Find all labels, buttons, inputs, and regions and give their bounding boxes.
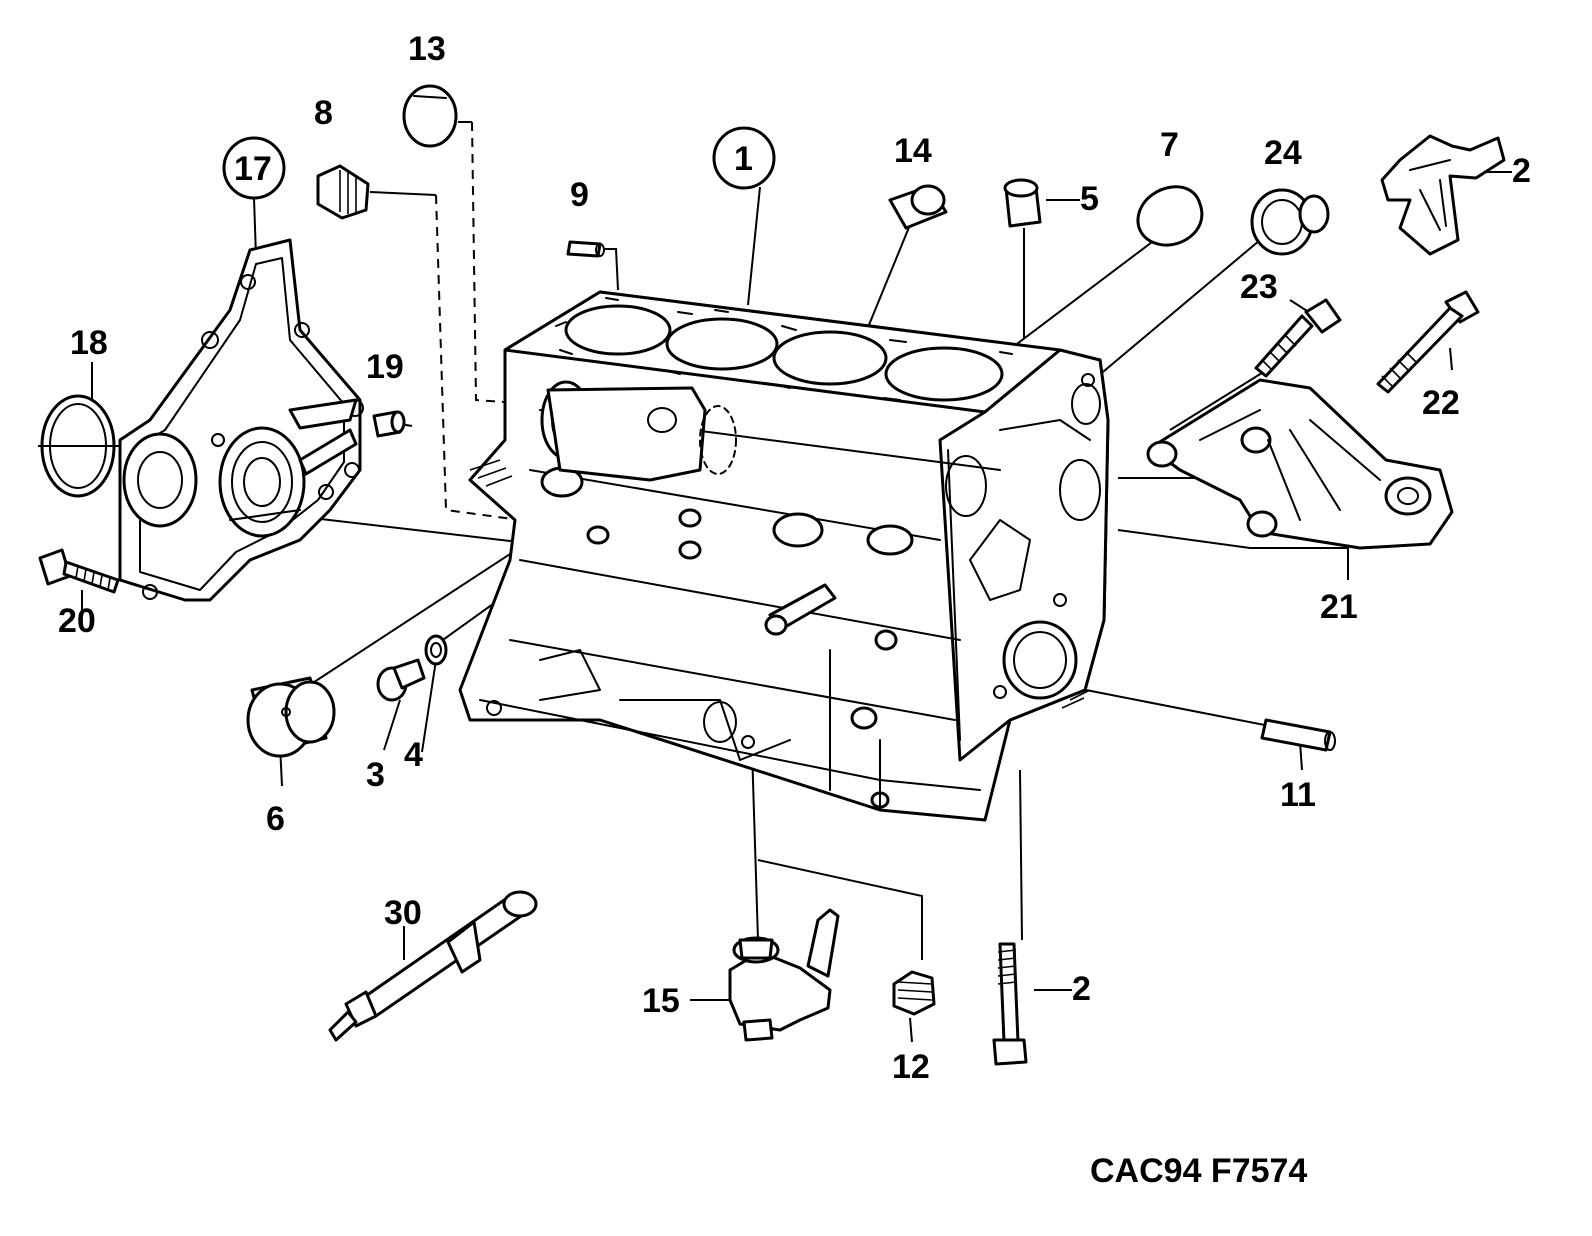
leader-lines: [38, 121, 1512, 1043]
drain-plug: [376, 658, 426, 702]
o-ring: [40, 394, 116, 498]
cover-bolt: [38, 548, 120, 594]
expansion-plug: [888, 184, 948, 230]
callout-15: 15: [642, 982, 680, 1020]
callout-1: 1: [734, 140, 753, 178]
oil-gallery-plug: [892, 970, 936, 1016]
callout-18: 18: [70, 324, 108, 362]
engine-mount-bracket: [1146, 378, 1454, 550]
callout-21: 21: [1320, 588, 1358, 626]
callout-13: 13: [408, 30, 446, 68]
cylinder-bore-2: [665, 317, 779, 371]
callout-20: 20: [58, 602, 96, 640]
cylinder-bore-1: [564, 304, 672, 356]
flanged-plug: [1250, 188, 1330, 256]
guide-sleeve: [1003, 178, 1042, 228]
bracket-bolt-short: [1254, 298, 1342, 378]
core-plug-cap: [1136, 185, 1204, 247]
sealant-tube: [328, 890, 538, 1042]
callout-2-top: 2: [1512, 152, 1531, 190]
cylinder-bore-4: [884, 346, 1004, 402]
callout-7: 7: [1160, 126, 1179, 164]
bearing-bush: [246, 676, 336, 758]
cylinder-bore-3: [772, 330, 888, 386]
callout-17-circle: [222, 136, 286, 200]
callout-1-circle: [712, 126, 776, 190]
callout-12: 12: [892, 1048, 930, 1086]
sealing-washer: [424, 634, 448, 666]
callout-24: 24: [1264, 134, 1302, 172]
callout-8: 8: [314, 94, 333, 132]
callout-9: 9: [570, 176, 589, 214]
callout-19: 19: [366, 348, 404, 386]
callout-23: 23: [1240, 268, 1278, 306]
callout-30: 30: [384, 894, 422, 932]
core-plug-large: [402, 84, 458, 148]
dowel-sleeve: [372, 410, 406, 438]
callout-14: 14: [894, 132, 932, 170]
engine-block: [458, 290, 1110, 822]
timing-cover: [118, 238, 364, 602]
callout-2-bottom: 2: [1072, 970, 1091, 1008]
callout-4: 4: [404, 736, 423, 774]
threaded-plug: [316, 164, 370, 220]
callout-3: 3: [366, 756, 385, 794]
callout-22: 22: [1422, 384, 1460, 422]
bracket-bolt-long: [1376, 290, 1480, 394]
crank-position-sensor: [1380, 134, 1506, 256]
callout-labels: 13 8 17 9 1 14 5 7 24 2 18 19 23 22 20 2…: [58, 30, 1531, 1086]
dowel-pin: [566, 240, 605, 258]
callout-6: 6: [266, 800, 285, 838]
figure-code: CAC94 F7574: [1090, 1152, 1307, 1190]
callout-5: 5: [1080, 180, 1099, 218]
oil-pressure-switch: [728, 908, 840, 1042]
callout-11: 11: [1280, 776, 1316, 814]
callout-17: 17: [234, 150, 272, 188]
alignment-pin: [1260, 718, 1336, 752]
main-bearing-bolt: [992, 942, 1028, 1066]
